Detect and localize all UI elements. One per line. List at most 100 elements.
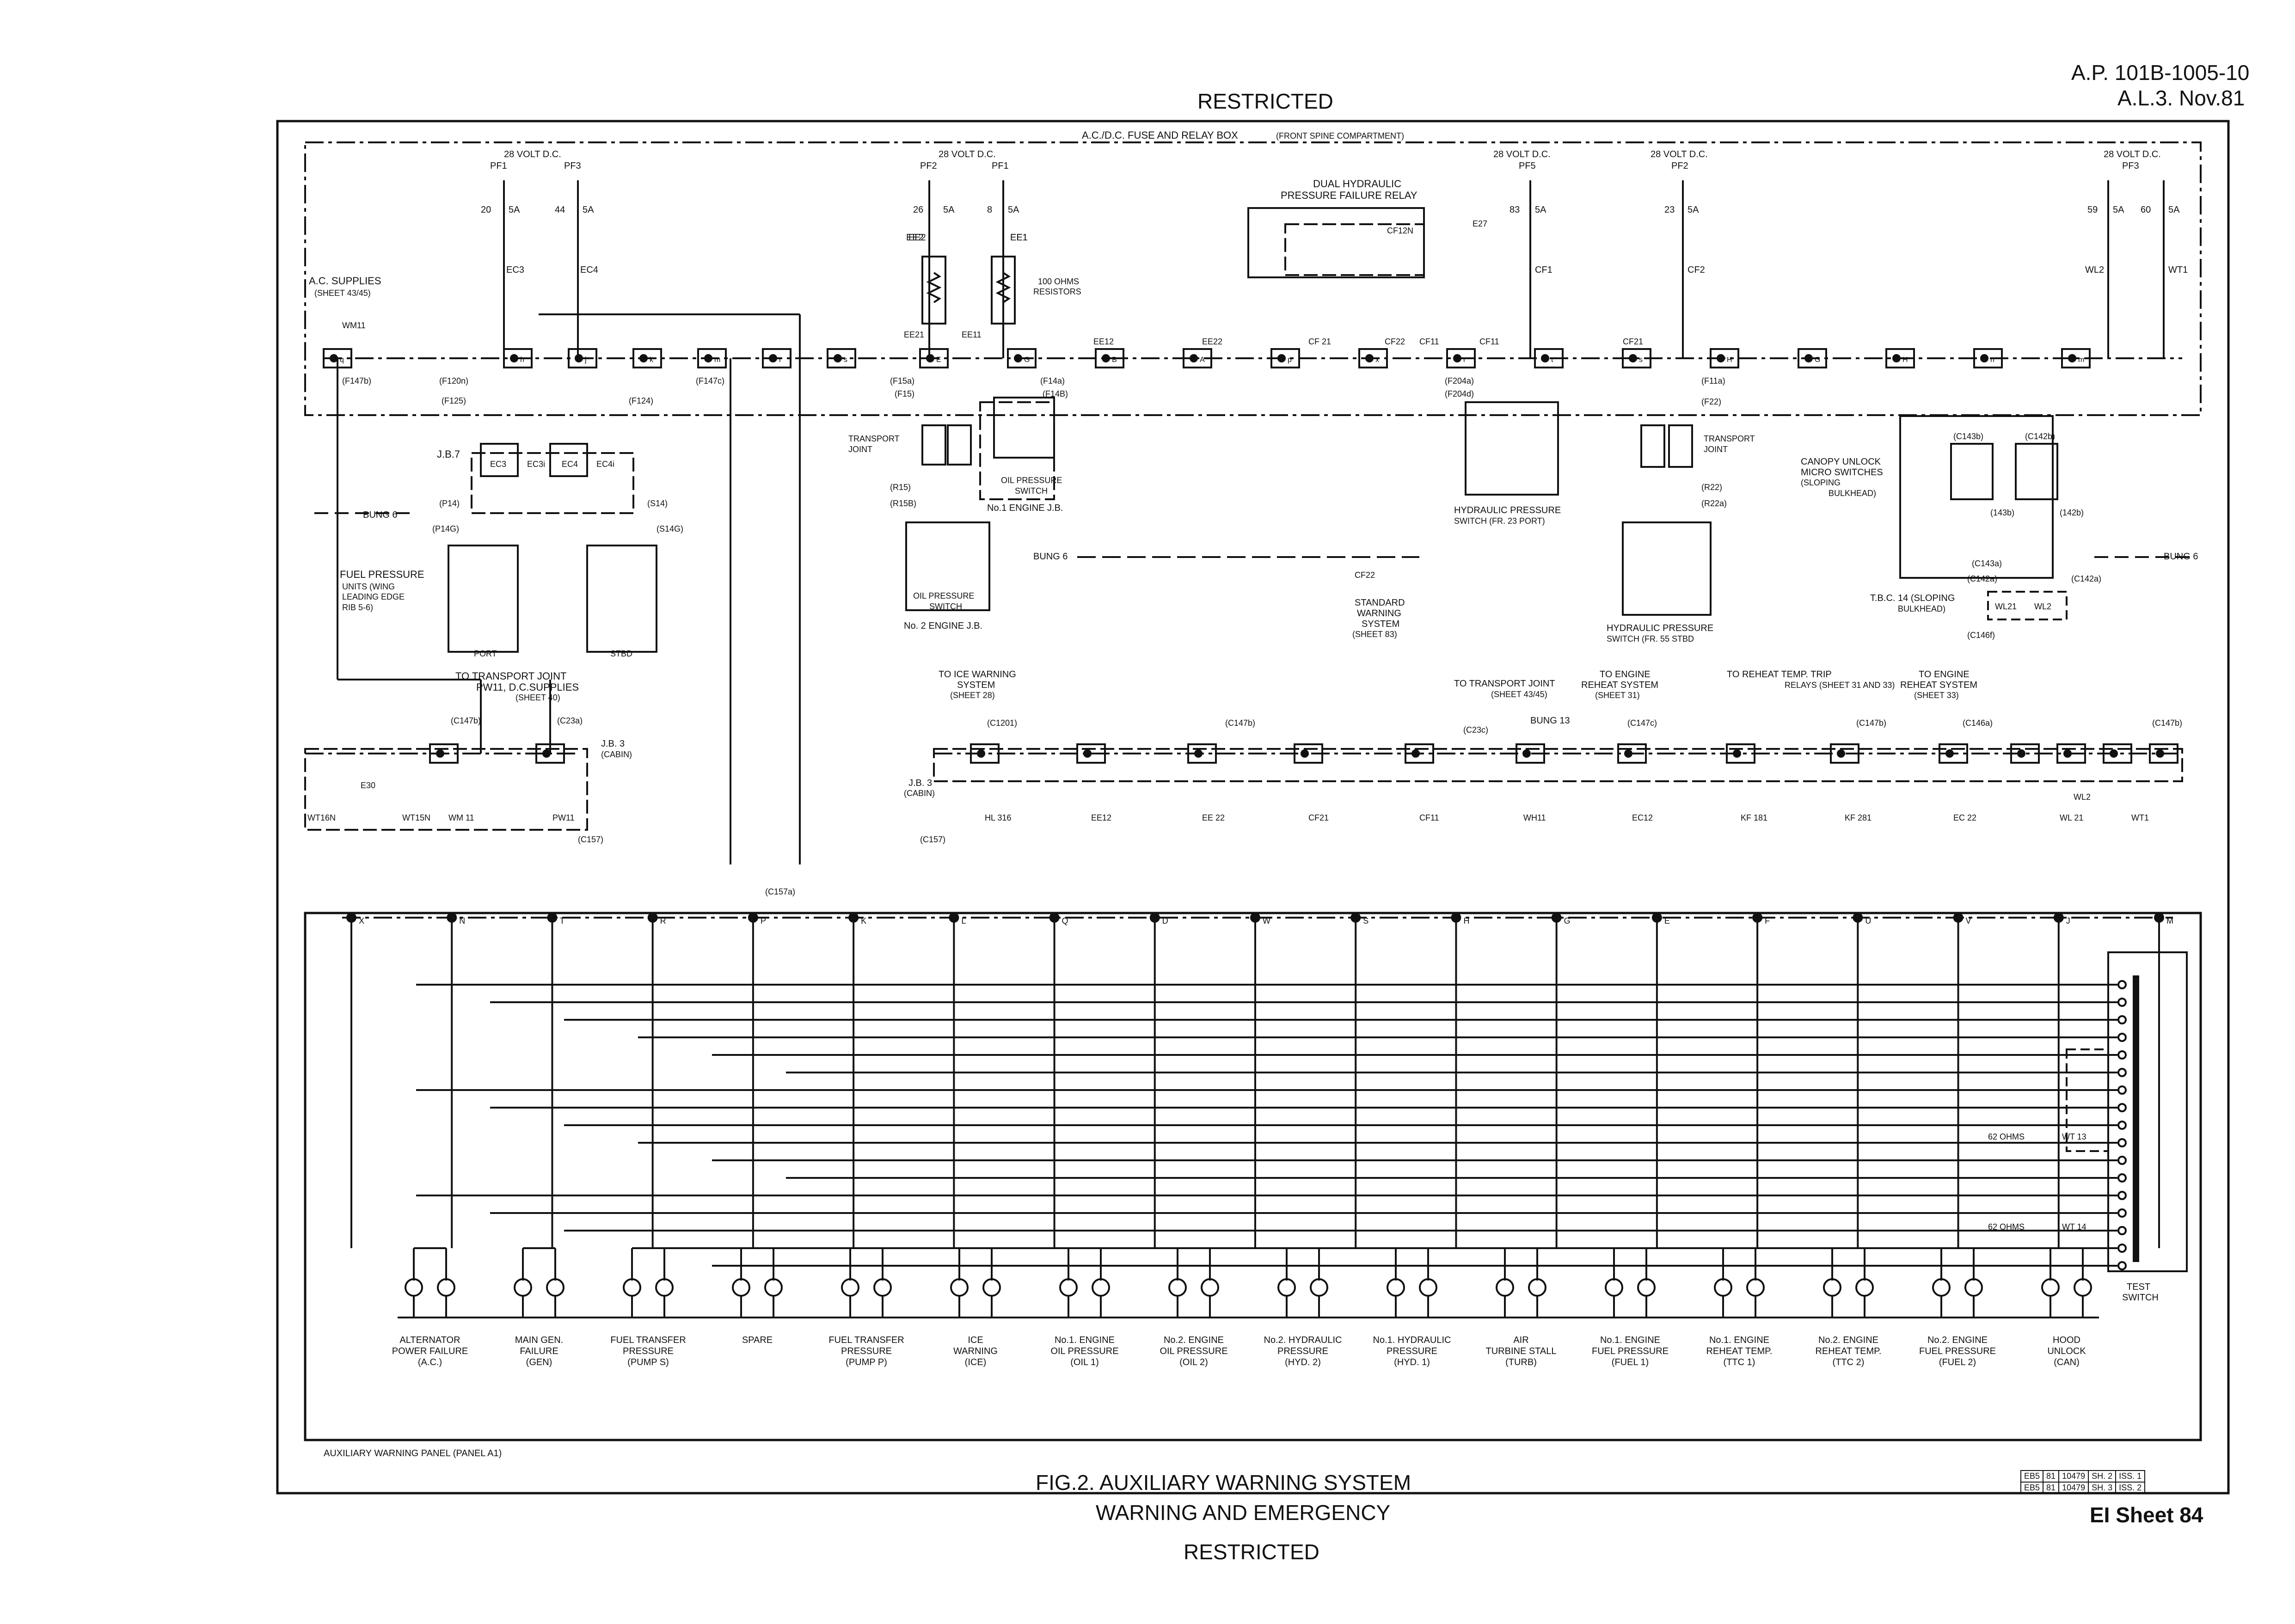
warning-caption: PRESSURE [1387,1346,1437,1356]
bus-connector [503,348,533,368]
warning-caption: WARNING [953,1346,998,1356]
bus-connector-pin [1453,354,1461,362]
warning-lamp-icon [764,1278,783,1297]
supply-5-rating4: 5A [2168,205,2180,215]
fuel-pressure-units-1: FUEL PRESSURE [340,569,424,580]
test-switch-contact [2117,1208,2127,1218]
warning-lamp-icon [1746,1278,1765,1297]
panel-pin [748,913,758,923]
hl316-label: HL 316 [985,813,1011,822]
panel-pin [2154,913,2164,923]
warning-lamp-icon [873,1278,892,1297]
jb3-connector-pin [2017,749,2025,758]
test-switch-contact [2117,980,2127,989]
warning-caption: No.1. ENGINE [1055,1335,1115,1345]
warning-lamp-icon [732,1278,750,1297]
warning-caption: (TURB) [1505,1357,1537,1367]
supply-2-rating-b2: 5A [1008,205,1019,215]
wh11-label: WH11 [1523,813,1546,822]
fuse-box-frame [304,141,2202,416]
bus-connector [1885,348,1915,368]
supply-3-cable: CF1 [1535,265,1552,275]
warning-caption: No.1. HYDRAULIC [1373,1335,1451,1345]
bus-connector-pin [1629,354,1637,362]
to-ice-2: SYSTEM [957,680,995,690]
hyd-switch-stbd-1: HYDRAULIC PRESSURE [1607,623,1713,633]
bus-connector-label: H [1902,356,1908,364]
jb3-connector-pin [1301,749,1309,758]
bus-connector [827,348,856,368]
warning-caption: (HYD. 2) [1285,1357,1321,1367]
jb3-connector-pin [2110,749,2118,758]
supply-5-cable-b: WT1 [2168,265,2188,275]
wl2-tag: WL2 [2034,602,2051,611]
panel-pin [1451,913,1461,923]
bus-connector-label: G [1815,356,1820,364]
bus-connector-label: r [779,356,782,364]
warning-lamp-icon [514,1278,532,1297]
supply-1-rating-b2: 5A [583,205,594,215]
supply-1-rating-b: 44 [555,205,565,215]
warning-lamp-icon [437,1278,455,1297]
panel-pin-label: M [2166,916,2173,925]
c157-label-mid: (C157) [920,835,945,844]
supply-2-rating-a: 26 [913,205,923,215]
kf181-label: KF 181 [1741,813,1767,822]
warning-lamp-icon [841,1278,859,1297]
standard-warning-1: STANDARD [1355,598,1405,608]
transport-joint-1: TRANSPORT [848,434,900,443]
jb3-connector-pin [1522,749,1531,758]
jb3-connector-pin [977,749,985,758]
warning-lamp-icon [2074,1278,2092,1297]
warning-caption: UNLOCK [2047,1346,2086,1356]
restricted-top: RESTRICTED [1197,89,1333,113]
kf281-label: KF 281 [1845,813,1872,822]
bus-connector [1183,348,1212,368]
panel-pin [1651,913,1662,923]
jb3-connector [1405,743,1434,764]
warning-caption: HOOD [2053,1335,2080,1345]
cabin-label-mid: (CABIN) [904,789,935,798]
panel-pin [1149,913,1160,923]
warning-caption: PRESSURE [1277,1346,1328,1356]
bus-connector [323,348,352,368]
port-label: PORT [474,649,497,658]
bus-connector-label: r [1463,356,1466,364]
ac-supplies-label: A.C. SUPPLIES [309,275,381,287]
ec22-label: EC 22 [1953,813,1976,822]
wl2-label-low: WL2 [2074,792,2091,802]
warning-caption: No.2. ENGINE [1927,1335,1988,1345]
stbd-label: STBD [610,649,632,658]
jb3-label-left: J.B. 3 [601,739,625,749]
panel-pin-label: D [1162,916,1168,925]
r15-label: (R15) [890,483,911,492]
f204d-label: (F204d) [1445,389,1474,398]
panel-pin [1049,913,1060,923]
bus-connector [919,348,949,368]
ee11-label: EE11 [962,330,982,339]
r22-label: (R22) [1701,483,1722,492]
supply-5-fuse: PF3 [2122,161,2139,171]
jb3-connector [1516,743,1545,764]
warning-lamp-icon [1964,1278,1983,1297]
c23c-label: (C23c) [1463,725,1488,735]
warning-caption: (OIL 2) [1179,1357,1208,1367]
p14-label: (P14) [439,499,460,508]
c142b-label-2: (142b) [2060,508,2084,517]
drawing-ref-cell: EB5 [2020,1482,2044,1494]
panel-pin-label: L [961,916,966,925]
oil-pressure-switch-3: OIL PRESSURE [913,591,974,601]
panel-pin [1752,913,1763,923]
bus-connector-label: p [1288,356,1292,364]
warning-caption: REHEAT TEMP. [1815,1346,1881,1356]
wt16n-label: WT16N [307,813,336,822]
supply-3-rating2: 5A [1535,205,1546,215]
panel-pin [2053,913,2064,923]
drawing-ref-cell: 81 [2043,1470,2060,1483]
c147b-label-far: (C147b) [2152,718,2182,728]
dual-relay-frame [1247,207,1425,278]
panel-pin [346,913,356,923]
f204a-label: (F204a) [1445,376,1474,386]
panel-pin-label: E [1664,916,1670,925]
bus-connector [697,348,727,368]
